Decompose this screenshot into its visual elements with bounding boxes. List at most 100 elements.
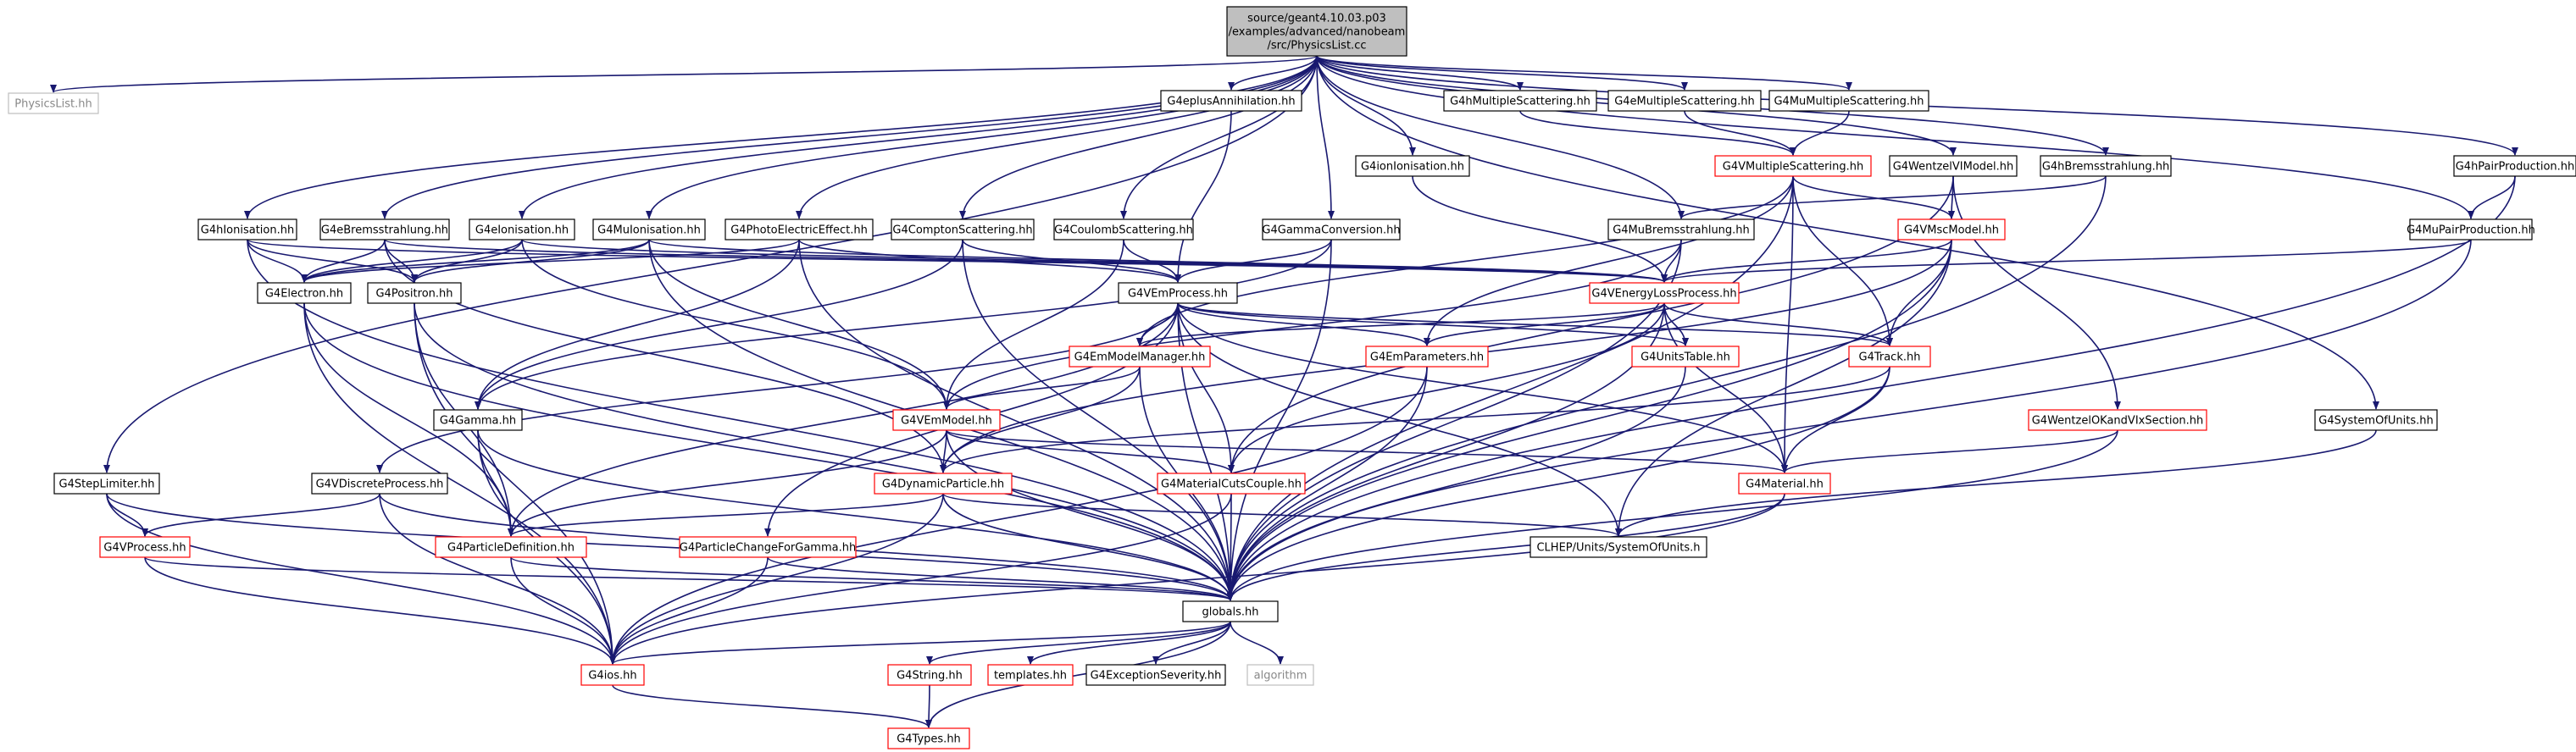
node-g4eplus[interactable]: G4eplusAnnihilation.hh xyxy=(1160,90,1302,112)
node-g4vdiscrete[interactable]: G4VDiscreteProcess.hh xyxy=(311,473,448,495)
node-g4emparameters[interactable]: G4EmParameters.hh xyxy=(1365,346,1489,368)
node-label-root: /src/PhysicsList.cc xyxy=(1268,40,1367,53)
node-g4muionisation[interactable]: G4MuIonisation.hh xyxy=(592,218,706,241)
node-algorithm[interactable]: algorithm xyxy=(1246,664,1314,686)
node-g4vprocess[interactable]: G4VProcess.hh xyxy=(99,536,191,558)
edge-g4venergyloss-to-g4emparameters xyxy=(1424,302,1665,346)
node-g4emmodelmanager[interactable]: G4EmModelManager.hh xyxy=(1069,346,1211,368)
edge-g4track-to-g4dynamicparticle xyxy=(940,366,1890,473)
node-label-g4vemprocess: G4VEmProcess.hh xyxy=(1128,288,1228,301)
node-box-g4types xyxy=(887,727,970,749)
edge-g4vmsc-to-g4material xyxy=(1781,175,1794,473)
node-g4hmsc[interactable]: G4hMultipleScattering.hh xyxy=(1443,90,1597,112)
edge-g4gammaconv-to-g4vemprocess xyxy=(1174,239,1332,283)
edge-g4mumsc-to-g4vmsc xyxy=(1790,110,1850,156)
edge-g4material-to-globals xyxy=(1227,493,1785,601)
edge-g4dynamicparticle-to-clhepunits xyxy=(942,493,1622,537)
node-label-g4coulomb: G4CoulombScattering.hh xyxy=(1054,224,1193,237)
node-box-g4particledef xyxy=(435,536,587,558)
node-box-g4wentzel xyxy=(1889,155,2018,177)
node-g4ionionisation[interactable]: G4ionIonisation.hh xyxy=(1355,155,1470,177)
edge-g4photoelectric-to-g4gamma xyxy=(475,239,800,410)
node-box-clhepunits xyxy=(1530,536,1707,558)
node-clhepunits[interactable]: CLHEP/Units/SystemOfUnits.h xyxy=(1530,536,1707,558)
edge-globals-to-templates xyxy=(1027,621,1231,665)
node-templates[interactable]: templates.hh xyxy=(987,664,1074,686)
edge-root-to-g4ionionisation xyxy=(1316,55,1416,156)
node-g4mupair[interactable]: G4MuPairProduction.hh xyxy=(2407,218,2535,241)
node-box-g4compton xyxy=(891,218,1035,241)
node-g4electron[interactable]: G4Electron.hh xyxy=(257,282,352,304)
edge-g4gamma-to-globals xyxy=(477,429,1234,601)
node-g4steplimiter[interactable]: G4StepLimiter.hh xyxy=(53,473,160,495)
node-g4mubrem[interactable]: G4MuBremsstrahlung.hh xyxy=(1607,218,1755,241)
node-g4compton[interactable]: G4ComptonScattering.hh xyxy=(891,218,1035,241)
node-g4materialcuts[interactable]: G4MaterialCutsCouple.hh xyxy=(1157,473,1306,495)
node-g4ios[interactable]: G4ios.hh xyxy=(580,664,645,686)
edge-g4vemprocess-to-g4track xyxy=(1177,302,1893,346)
node-g4vemmodel[interactable]: G4VEmModel.hh xyxy=(892,409,1001,431)
node-g4particledef[interactable]: G4ParticleDefinition.hh xyxy=(435,536,587,558)
node-label-g4electron: G4Electron.hh xyxy=(265,288,343,301)
node-g4systemofunits[interactable]: G4SystemOfUnits.hh xyxy=(2314,409,2438,431)
node-box-g4hionisation xyxy=(197,218,297,241)
edge-globals-to-g4types xyxy=(925,621,1231,728)
node-g4positron[interactable]: G4Positron.hh xyxy=(367,282,462,304)
edge-g4coulomb-to-g4vemmodel xyxy=(943,239,1124,410)
node-box-g4ios xyxy=(580,664,645,686)
node-box-g4gamma xyxy=(433,409,523,431)
node-globals[interactable]: globals.hh xyxy=(1182,600,1279,622)
node-g4string[interactable]: G4String.hh xyxy=(887,664,972,686)
node-g4ebrem[interactable]: G4eBremsstrahlung.hh xyxy=(319,218,450,241)
node-g4track[interactable]: G4Track.hh xyxy=(1848,346,1931,368)
node-g4material[interactable]: G4Material.hh xyxy=(1738,473,1831,495)
node-g4photoelectric[interactable]: G4PhotoElectricEffect.hh xyxy=(724,218,874,241)
node-label-g4eplus: G4eplusAnnihilation.hh xyxy=(1167,96,1295,108)
edge-g4systemofunits-to-clhepunits xyxy=(1615,429,2377,537)
edge-root-to-g4steplimiter xyxy=(103,55,1318,473)
node-box-g4vemmodel xyxy=(892,409,1001,431)
node-g4gammaconv[interactable]: G4GammaConversion.hh xyxy=(1262,218,1401,241)
node-g4unitstable[interactable]: G4UnitsTable.hh xyxy=(1631,346,1740,368)
node-g4gamma[interactable]: G4Gamma.hh xyxy=(433,409,523,431)
edge-root-to-g4hionisation xyxy=(244,55,1318,219)
edge-g4eplus-to-g4vemprocess xyxy=(1174,110,1232,283)
edge-g4wentzel-to-g4wentzelok xyxy=(1952,175,2121,410)
node-box-g4vmsc xyxy=(1714,155,1872,177)
node-g4exception[interactable]: G4ExceptionSeverity.hh xyxy=(1085,664,1226,686)
node-g4wentzelok[interactable]: G4WentzelOKandVIxSection.hh xyxy=(2028,409,2207,431)
node-g4dynamicparticle[interactable]: G4DynamicParticle.hh xyxy=(874,473,1013,495)
node-g4types[interactable]: G4Types.hh xyxy=(887,727,970,749)
node-g4vmscmodel[interactable]: G4VMscModel.hh xyxy=(1897,218,2006,241)
node-physicslist[interactable]: PhysicsList.hh xyxy=(8,92,99,114)
node-g4mumsc[interactable]: G4MuMultipleScattering.hh xyxy=(1768,90,1929,112)
node-g4hpair[interactable]: G4hPairProduction.hh xyxy=(2453,155,2576,177)
node-g4particlechange[interactable]: G4ParticleChangeForGamma.hh xyxy=(679,536,857,558)
node-g4eionisation[interactable]: G4eIonisation.hh xyxy=(469,218,575,241)
node-g4emsc[interactable]: G4eMultipleScattering.hh xyxy=(1607,90,1762,112)
node-g4venergyloss[interactable]: G4VEnergyLossProcess.hh xyxy=(1589,282,1740,304)
node-box-g4electron xyxy=(257,282,352,304)
edge-g4photoelectric-to-g4vemprocess xyxy=(798,239,1181,283)
node-label-g4vmsc: G4VMultipleScattering.hh xyxy=(1723,161,1864,174)
node-g4hbrem[interactable]: G4hBremsstrahlung.hh xyxy=(2040,155,2172,177)
node-box-g4materialcuts xyxy=(1157,473,1306,495)
node-g4vmsc[interactable]: G4VMultipleScattering.hh xyxy=(1714,155,1872,177)
edge-g4dynamicparticle-to-g4particledef xyxy=(508,493,944,537)
edge-g4compton-to-g4gamma xyxy=(475,239,963,410)
edge-g4emsc-to-g4vmsc xyxy=(1684,110,1796,156)
edge-g4venergyloss-to-g4materialcuts xyxy=(1228,302,1665,473)
edge-g4particledef-to-globals xyxy=(510,556,1234,601)
node-g4wentzel[interactable]: G4WentzelVIModel.hh xyxy=(1889,155,2018,177)
node-g4hionisation[interactable]: G4hIonisation.hh xyxy=(197,218,297,241)
edge-g4venergyloss-to-g4material xyxy=(1663,302,1788,473)
node-g4coulomb[interactable]: G4CoulombScattering.hh xyxy=(1053,218,1194,241)
edge-root-to-g4mupair xyxy=(1316,55,2474,219)
node-box-g4gammaconv xyxy=(1262,218,1401,241)
edge-root-to-g4eionisation xyxy=(519,55,1318,219)
edge-root-to-g4gammaconv xyxy=(1316,55,1335,219)
node-box-g4systemofunits xyxy=(2314,409,2438,431)
node-box-g4vprocess xyxy=(99,536,191,558)
node-g4vemprocess[interactable]: G4VEmProcess.hh xyxy=(1118,282,1238,304)
edge-g4vmscmodel-to-clhepunits xyxy=(1615,239,1952,537)
